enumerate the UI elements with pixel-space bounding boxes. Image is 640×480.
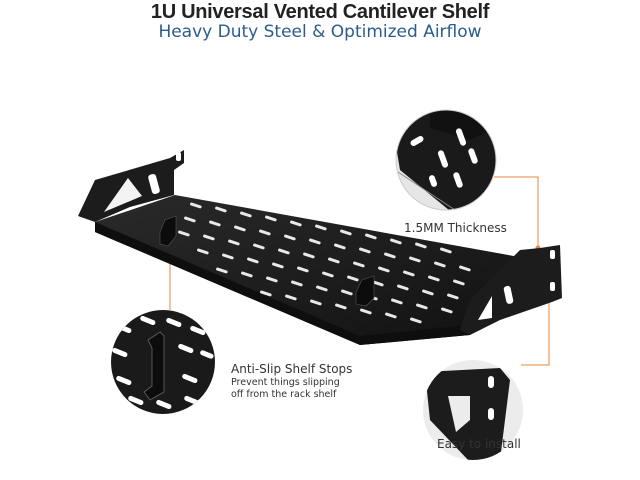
leader-lines xyxy=(169,176,550,366)
thickness-label: 1.5MM Thickness xyxy=(404,221,507,235)
page-subtitle: Heavy Duty Steel & Optimized Airflow xyxy=(158,22,482,42)
leader-thickness xyxy=(494,176,539,248)
shelf-stops-description-line2: off from the rack shelf xyxy=(231,389,337,400)
leader-install xyxy=(521,298,550,366)
shelf-stops-label: Anti-Slip Shelf Stops xyxy=(231,362,353,376)
detail-install xyxy=(423,360,523,460)
rack-shelf xyxy=(78,150,562,345)
shelf-stops-description-line1: Prevent things slipping xyxy=(231,377,340,388)
detail-shelf-stops xyxy=(111,310,215,414)
detail-thickness xyxy=(395,109,497,211)
install-label: Easy to install xyxy=(437,437,521,451)
page-title: 1U Universal Vented Cantilever Shelf xyxy=(150,1,490,23)
shelf-stops-description: Prevent things slipping off from the rac… xyxy=(231,377,361,401)
